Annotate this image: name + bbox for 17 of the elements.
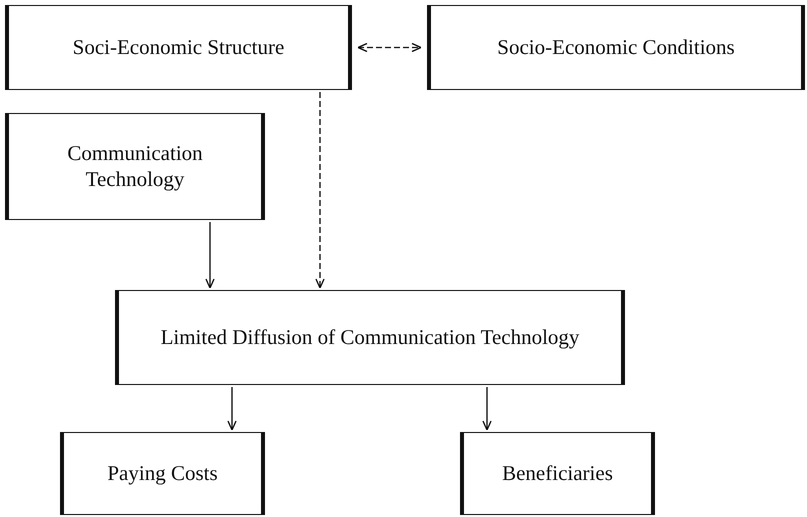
box-label: Beneficiaries [501, 460, 614, 486]
box-label: Socio-Economic Conditions [496, 34, 736, 60]
box-label: Paying Costs [106, 460, 219, 486]
arrow [205, 222, 215, 289]
arrow [315, 92, 325, 289]
text-box [427, 5, 805, 90]
box-label: Soci-Economic Structure [72, 34, 286, 60]
text-box [5, 5, 352, 90]
box-label: Communication Technology [66, 141, 204, 192]
text-box [460, 432, 655, 515]
box-label: Limited Diffusion of Communication Technology [160, 324, 580, 350]
arrow [357, 42, 422, 52]
arrow [227, 387, 237, 431]
arrow [482, 387, 492, 431]
text-box [60, 432, 265, 515]
text-box [5, 113, 265, 220]
text-box [115, 290, 625, 385]
